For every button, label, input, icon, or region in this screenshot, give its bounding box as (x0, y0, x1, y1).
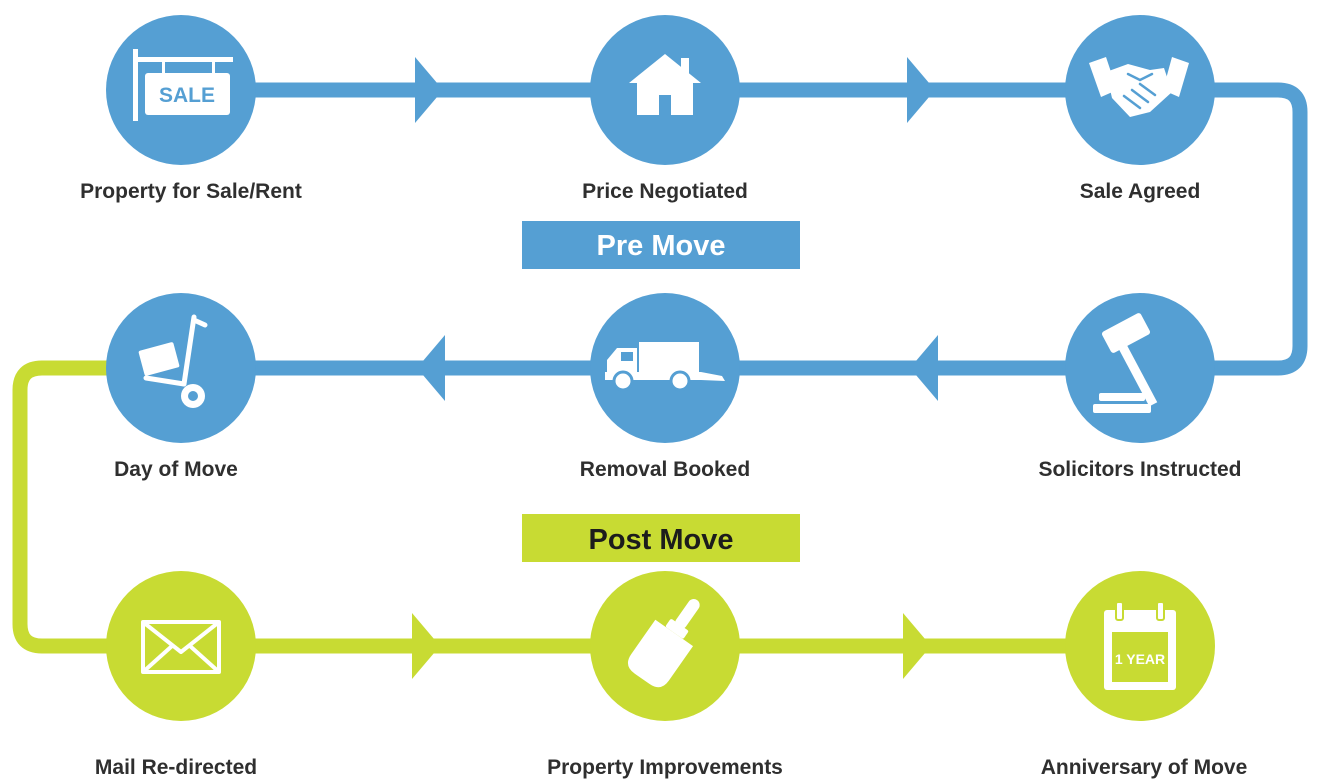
step-removal-booked: Removal Booked (580, 293, 750, 481)
house-icon (629, 54, 701, 115)
handshake-icon (1089, 57, 1189, 117)
phase-post-move: Post Move (522, 514, 800, 562)
step-label: Solicitors Instructed (1038, 458, 1241, 481)
step-label: Property Improvements (547, 756, 783, 779)
envelope-icon (141, 620, 221, 674)
phase-banner (522, 514, 800, 562)
pre-move-path (181, 82, 1308, 376)
sale-sign-text: SALE (159, 84, 215, 107)
phase-label: Pre Move (597, 230, 726, 262)
step-property-improvements: Property Improvements (547, 571, 783, 779)
step-label: Anniversary of Move (1041, 756, 1248, 779)
step-label: Day of Move (114, 458, 238, 481)
phase-banner (522, 221, 800, 269)
phase-pre-move: Pre Move (522, 221, 800, 269)
step-sale-agreed: Sale Agreed (1065, 15, 1215, 203)
step-circle (106, 293, 256, 443)
step-property-for-sale: SALE Property for Sale/Rent (80, 15, 302, 203)
arrow-right-icon (412, 613, 440, 679)
arrow-right-icon (907, 57, 935, 123)
truck-icon (605, 342, 725, 392)
step-label: Sale Agreed (1080, 180, 1201, 203)
arrow-right-icon (903, 613, 931, 679)
step-label: Property for Sale/Rent (80, 180, 302, 203)
step-circle (106, 571, 256, 721)
sale-sign-icon: SALE (133, 49, 233, 121)
step-solicitors-instructed: Solicitors Instructed (1038, 293, 1242, 481)
calendar-icon: 1 YEAR (1104, 601, 1176, 690)
arrow-left-icon (910, 335, 938, 401)
calendar-text: 1 YEAR (1115, 651, 1165, 667)
phase-label: Post Move (588, 524, 733, 556)
step-mail-redirected: Mail Re-directed (95, 571, 257, 779)
paint-brush-icon (627, 599, 700, 688)
hand-trolley-icon (138, 314, 208, 408)
gavel-icon (1093, 313, 1158, 413)
step-price-negotiated: Price Negotiated (582, 15, 748, 203)
step-label: Removal Booked (580, 458, 750, 481)
flow-arrows (412, 57, 938, 679)
post-move-path (12, 360, 1150, 654)
step-label: Mail Re-directed (95, 756, 257, 779)
arrow-left-icon (417, 335, 445, 401)
step-label: Price Negotiated (582, 180, 748, 203)
step-anniversary-of-move: 1 YEAR Anniversary of Move (1041, 571, 1248, 779)
arrow-right-icon (415, 57, 443, 123)
step-day-of-move: Day of Move (106, 293, 256, 481)
